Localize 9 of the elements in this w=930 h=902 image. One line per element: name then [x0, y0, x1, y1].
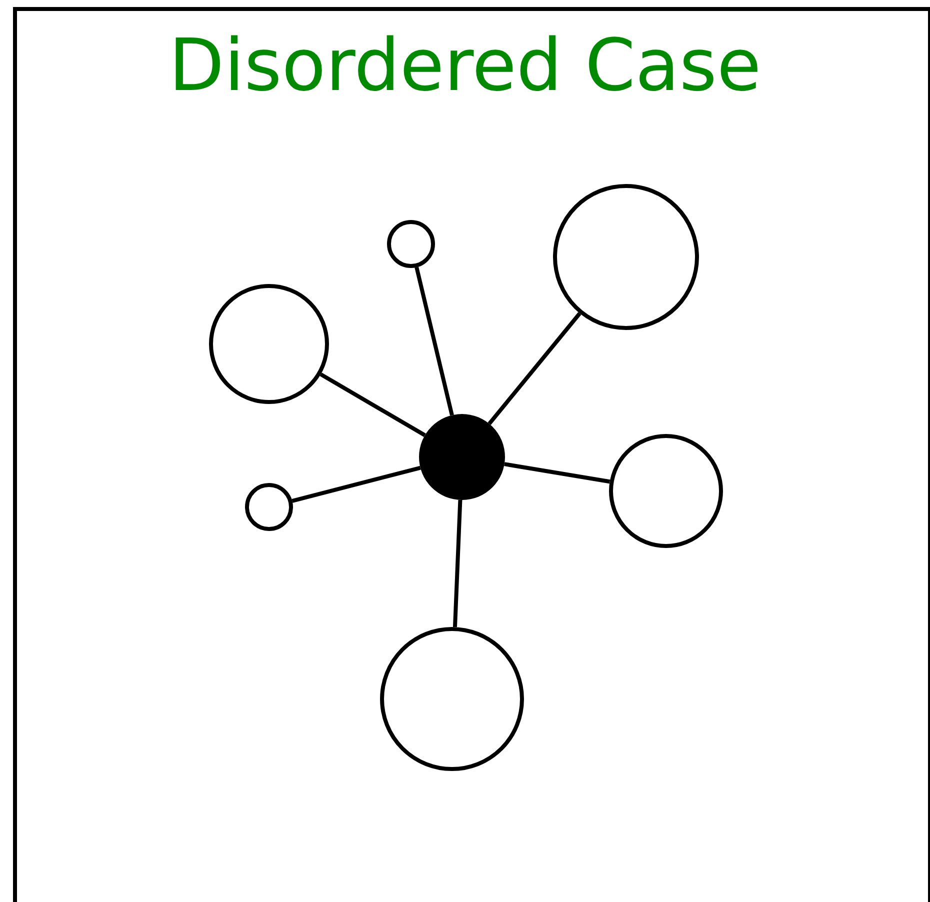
outline-circle: [245, 483, 293, 531]
connector-line: [488, 312, 582, 426]
connector-line: [320, 372, 426, 437]
title: Disordered Case: [168, 22, 762, 108]
connector-line: [292, 466, 421, 503]
connector-line: [504, 462, 610, 484]
connector-line: [452, 500, 462, 628]
connector-line: [414, 266, 454, 416]
outline-circle: [387, 220, 435, 268]
